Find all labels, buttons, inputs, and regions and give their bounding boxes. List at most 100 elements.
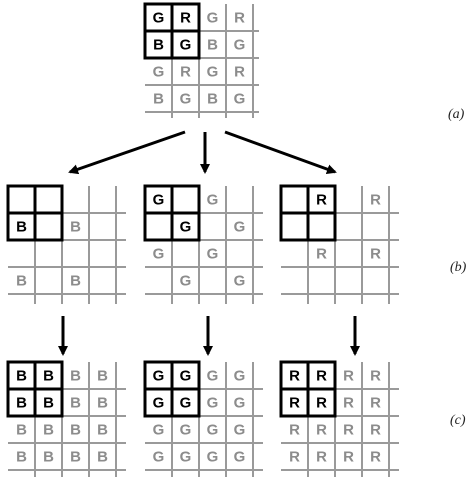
- cell-letter: R: [316, 422, 327, 439]
- cell-letter: G: [207, 422, 219, 439]
- cell-letter: G: [234, 449, 246, 466]
- cell-letter: B: [43, 368, 54, 385]
- highlight-cell: [279, 211, 310, 242]
- cell-letter: B: [43, 422, 54, 439]
- highlight-cell: [6, 184, 37, 215]
- cell-letter: R: [370, 422, 381, 439]
- cell-letter: R: [370, 449, 381, 466]
- cell-letter: G: [234, 395, 246, 412]
- cell-letter: R: [343, 368, 354, 385]
- highlight-cell: [306, 387, 337, 418]
- cell-letter: R: [316, 449, 327, 466]
- cell-letter: G: [180, 449, 192, 466]
- cell-letter: R: [289, 449, 300, 466]
- cell-letter: R: [370, 246, 381, 263]
- arrows: [58, 130, 360, 356]
- cell-letter: G: [180, 91, 192, 108]
- cell-letter: R: [370, 395, 381, 412]
- cell-letter: G: [207, 10, 219, 27]
- cell-letter: B: [207, 37, 218, 54]
- cell-letter: R: [370, 192, 381, 209]
- cell-letter: B: [70, 395, 81, 412]
- cell-letter: G: [180, 273, 192, 290]
- highlight-cell: [170, 387, 201, 418]
- cell-letter: B: [70, 368, 81, 385]
- cell-letter: G: [180, 368, 192, 385]
- cell-letter: G: [153, 64, 165, 81]
- cell-letter: B: [16, 273, 27, 290]
- cell-letter: G: [180, 37, 192, 54]
- cell-letter: R: [343, 449, 354, 466]
- cell-letter: B: [70, 449, 81, 466]
- highlight-cell: [170, 211, 201, 242]
- highlight-cell: [33, 211, 64, 242]
- cell-letter: R: [180, 64, 191, 81]
- cell-letter: B: [70, 422, 81, 439]
- cell-letter: B: [70, 219, 81, 236]
- cell-letter: G: [207, 192, 219, 209]
- cell-letter: G: [207, 368, 219, 385]
- cell-letter: G: [153, 192, 165, 209]
- cell-letter: B: [153, 91, 164, 108]
- cell-letter: B: [97, 395, 108, 412]
- cell-letter: G: [234, 219, 246, 236]
- cell-letter: B: [43, 395, 54, 412]
- cell-letter: B: [97, 368, 108, 385]
- cell-letter: R: [343, 422, 354, 439]
- highlight-cell: [279, 184, 310, 215]
- cell-letter: G: [207, 449, 219, 466]
- cell-letter: R: [343, 395, 354, 412]
- highlight-cell: [306, 211, 337, 242]
- cell-letter: R: [316, 368, 327, 385]
- cell-letter: G: [153, 368, 165, 385]
- cell-letter: R: [316, 395, 327, 412]
- cell-letter: G: [153, 422, 165, 439]
- cell-letter: G: [180, 219, 192, 236]
- cell-letter: G: [153, 246, 165, 263]
- cell-letter: B: [16, 368, 27, 385]
- highlight-cell: [170, 29, 201, 60]
- cell-letter: G: [207, 395, 219, 412]
- cell-letter: B: [153, 37, 164, 54]
- cell-letter: R: [289, 368, 300, 385]
- cell-letter: B: [16, 422, 27, 439]
- cell-letter: G: [180, 395, 192, 412]
- highlight-cell: [143, 211, 174, 242]
- cell-letter: G: [234, 422, 246, 439]
- cell-letter: B: [70, 273, 81, 290]
- arrow-to-blue-samples: [68, 130, 186, 175]
- cell-letter: B: [16, 449, 27, 466]
- stage-label-b: (b): [450, 260, 467, 275]
- cell-letter: R: [370, 368, 381, 385]
- highlight-cell: [33, 387, 64, 418]
- cell-letter: R: [316, 192, 327, 209]
- arrow-to-red-samples: [224, 130, 337, 174]
- highlight-cell: [170, 184, 201, 215]
- cell-letter: R: [234, 10, 245, 27]
- cell-letter: G: [153, 449, 165, 466]
- cell-letter: G: [180, 422, 192, 439]
- cell-letter: B: [43, 449, 54, 466]
- cell-letter: G: [234, 37, 246, 54]
- cell-letter: R: [180, 10, 191, 27]
- stage-label-c: (c): [450, 413, 466, 428]
- cell-letter: B: [97, 449, 108, 466]
- cell-letter: B: [207, 91, 218, 108]
- cell-letter: B: [16, 395, 27, 412]
- cell-letter: G: [153, 395, 165, 412]
- cell-letter: G: [234, 273, 246, 290]
- cell-letter: R: [234, 64, 245, 81]
- cell-letter: G: [207, 64, 219, 81]
- cell-letter: R: [316, 246, 327, 263]
- cell-letter: G: [234, 368, 246, 385]
- cell-letter: G: [234, 91, 246, 108]
- cell-letter: R: [289, 422, 300, 439]
- cell-letter: R: [289, 395, 300, 412]
